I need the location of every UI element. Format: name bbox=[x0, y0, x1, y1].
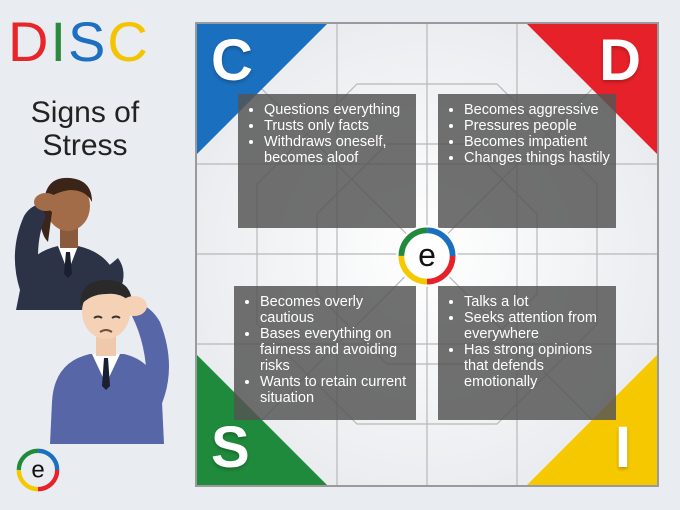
stressed-people-illustration bbox=[14, 177, 169, 444]
stress-sign-item: Changes things hastily bbox=[464, 150, 610, 166]
disc-title: DISC bbox=[8, 14, 150, 70]
center-logo-icon: e bbox=[396, 225, 458, 287]
subtitle-line-1: Signs of bbox=[30, 96, 140, 129]
quadrant-i-box: Talks a lotSeeks attention from everywhe… bbox=[438, 286, 616, 420]
stress-sign-item: Bases everything on fairness and avoidin… bbox=[260, 326, 410, 374]
title-letter-d: D bbox=[8, 10, 51, 73]
corner-i-triangle bbox=[527, 355, 657, 485]
stress-sign-item: Pressures people bbox=[464, 118, 610, 134]
quadrant-d-list: Becomes aggressivePressures peopleBecome… bbox=[446, 102, 610, 166]
brand-logo-glyph: e bbox=[31, 457, 44, 484]
corner-c-triangle bbox=[197, 24, 327, 154]
quadrant-s-list: Becomes overly cautiousBases everything … bbox=[242, 294, 410, 406]
corner-d-triangle bbox=[527, 24, 657, 154]
quadrant-c-letter: C bbox=[211, 28, 253, 93]
stressed-woman-figure bbox=[14, 177, 124, 310]
quadrant-c-box: Questions everythingTrusts only factsWit… bbox=[238, 94, 416, 228]
left-panel: DISC Signs of Stress bbox=[0, 0, 195, 510]
stress-sign-item: Becomes impatient bbox=[464, 134, 610, 150]
page-subtitle: Signs of Stress bbox=[0, 96, 170, 162]
stress-sign-item: Wants to retain current situation bbox=[260, 374, 410, 406]
subtitle-line-2: Stress bbox=[42, 129, 128, 162]
stress-sign-item: Seeks attention from everywhere bbox=[464, 310, 610, 342]
stressed-man-figure bbox=[50, 280, 169, 444]
stress-sign-item: Trusts only facts bbox=[264, 118, 410, 134]
quadrant-d-box: Becomes aggressivePressures peopleBecome… bbox=[438, 94, 616, 228]
quadrant-d-letter: D bbox=[599, 28, 641, 93]
stress-sign-item: Becomes aggressive bbox=[464, 102, 610, 118]
title-letter-s: S bbox=[68, 10, 108, 73]
center-logo-glyph: e bbox=[418, 237, 436, 273]
title-letter-i: I bbox=[50, 10, 69, 73]
disc-quadrant-board: C D S I Questions everythingTrusts only … bbox=[195, 22, 659, 487]
stress-sign-item: Has strong opinions that defends emotion… bbox=[464, 342, 610, 390]
quadrant-i-list: Talks a lotSeeks attention from everywhe… bbox=[446, 294, 610, 390]
stress-sign-item: Withdraws oneself, becomes aloof bbox=[264, 134, 410, 166]
corner-s-triangle bbox=[197, 355, 327, 485]
quadrant-i-letter: I bbox=[614, 415, 631, 480]
stress-sign-item: Talks a lot bbox=[464, 294, 610, 310]
stress-sign-item: Becomes overly cautious bbox=[260, 294, 410, 326]
quadrant-s-letter: S bbox=[211, 415, 250, 480]
title-letter-c: C bbox=[107, 10, 150, 73]
quadrant-c-list: Questions everythingTrusts only factsWit… bbox=[246, 102, 410, 166]
quadrant-s-box: Becomes overly cautiousBases everything … bbox=[234, 286, 416, 420]
stress-sign-item: Questions everything bbox=[264, 102, 410, 118]
brand-logo-icon: e bbox=[16, 448, 60, 492]
